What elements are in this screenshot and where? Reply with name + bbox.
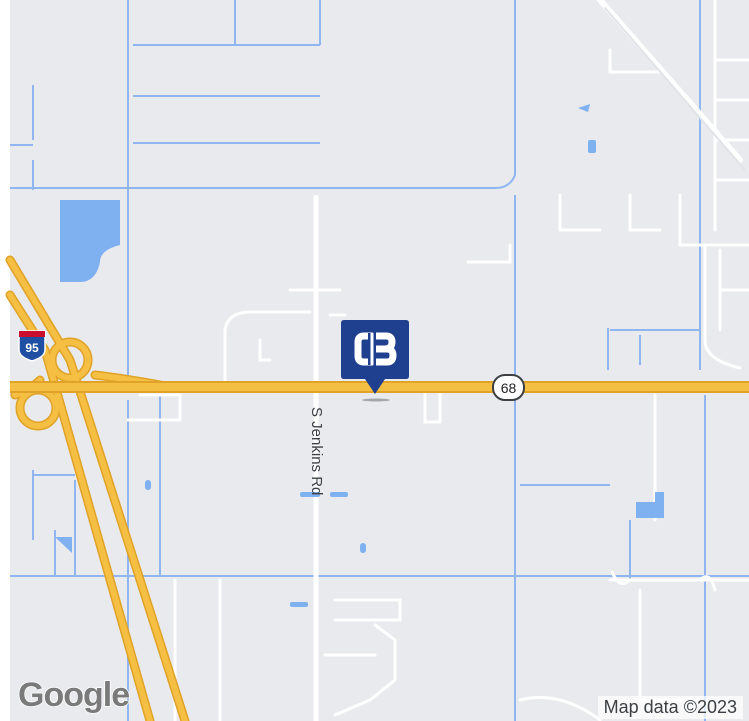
svg-text:68: 68	[501, 380, 517, 396]
google-logo: Google	[17, 675, 131, 715]
map-attribution[interactable]: Map data ©2023	[597, 696, 743, 719]
water-bodies	[55, 104, 664, 607]
interstate-95-shield: 95	[18, 330, 46, 362]
route-68-shield: 68	[492, 374, 525, 401]
canals	[10, 0, 749, 721]
road-label-jenkins: S Jenkins Rd	[308, 407, 325, 495]
map-edge	[0, 0, 10, 721]
svg-text:95: 95	[25, 341, 39, 355]
coldwell-banker-logo-icon	[341, 320, 409, 402]
property-marker[interactable]	[340, 318, 410, 402]
